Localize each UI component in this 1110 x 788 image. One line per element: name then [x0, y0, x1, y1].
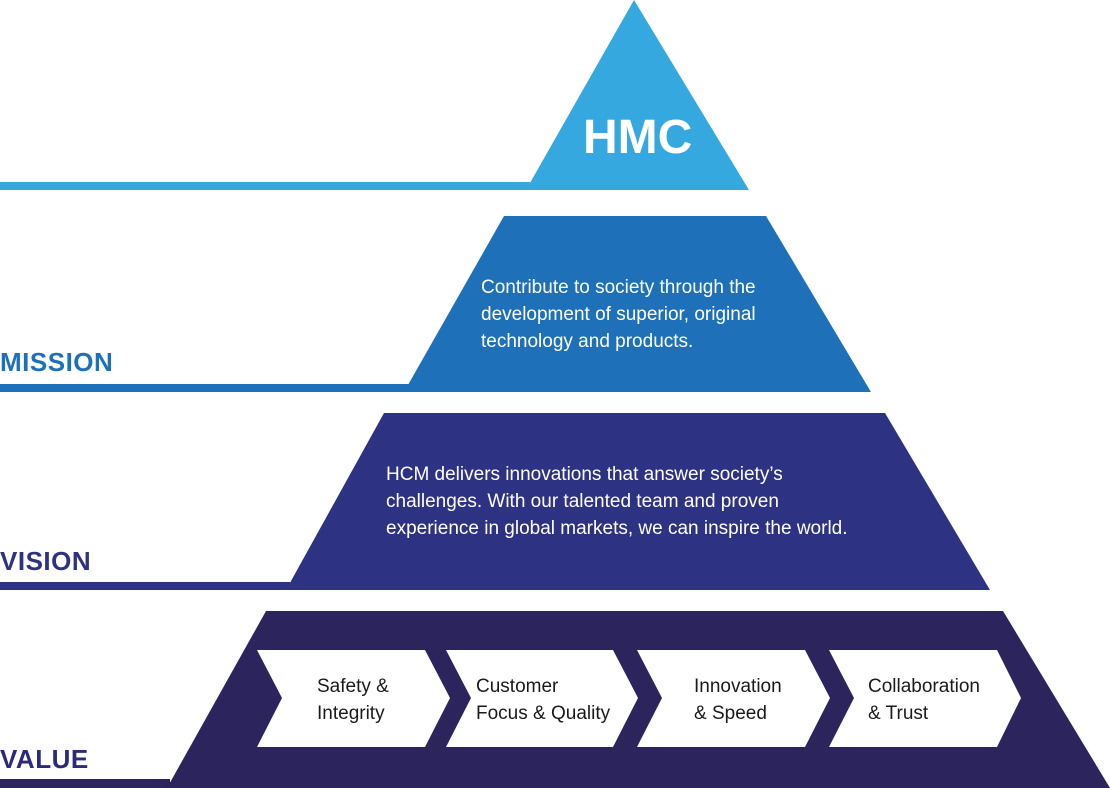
- mission-line-2: development of superior, original: [481, 304, 756, 325]
- mission-tier: [404, 216, 871, 392]
- value-text: Customer: [476, 676, 559, 697]
- value-text: Collaboration: [868, 676, 980, 697]
- vision-line-3: experience in global markets, we can ins…: [386, 518, 848, 539]
- mission-line-1: Contribute to society through the: [481, 277, 756, 298]
- vision-line-2: challenges. With our talented team and p…: [386, 491, 779, 512]
- value-chevron: [446, 650, 638, 747]
- hmc-title: HMC: [583, 111, 693, 164]
- value-text: Safety &: [317, 676, 389, 697]
- vision-tier: [286, 413, 990, 590]
- value-text: Integrity: [317, 703, 385, 724]
- vision-text: HCM delivers innovations that answer soc…: [386, 461, 848, 542]
- value-chevron: [257, 650, 450, 747]
- mission-line-3: technology and products.: [481, 331, 694, 352]
- value-chevron: [829, 650, 1021, 747]
- top-tier-triangle: [526, 0, 749, 190]
- value-safety-integrity: Safety & Integrity: [317, 673, 389, 727]
- value-innovation-speed: Innovation & Speed: [694, 673, 782, 727]
- vision-line-1: HCM delivers innovations that answer soc…: [386, 464, 783, 485]
- value-label: VALUE: [0, 744, 89, 774]
- vision-line: [0, 582, 290, 590]
- mission-line: [0, 384, 410, 392]
- vision-label: VISION: [0, 546, 92, 576]
- value-text: Focus & Quality: [476, 703, 611, 724]
- top-tier-line: [0, 182, 530, 190]
- value-text: Innovation: [694, 676, 782, 697]
- value-text: & Trust: [868, 703, 929, 724]
- value-text: & Speed: [694, 703, 767, 724]
- mission-label: MISSION: [0, 347, 114, 377]
- mission-text: Contribute to society through the develo…: [481, 274, 756, 355]
- value-collaboration-trust: Collaboration & Trust: [868, 673, 980, 727]
- value-customer-focus: Customer Focus & Quality: [476, 673, 610, 727]
- value-chevron: [637, 650, 830, 747]
- value-line: [0, 779, 170, 788]
